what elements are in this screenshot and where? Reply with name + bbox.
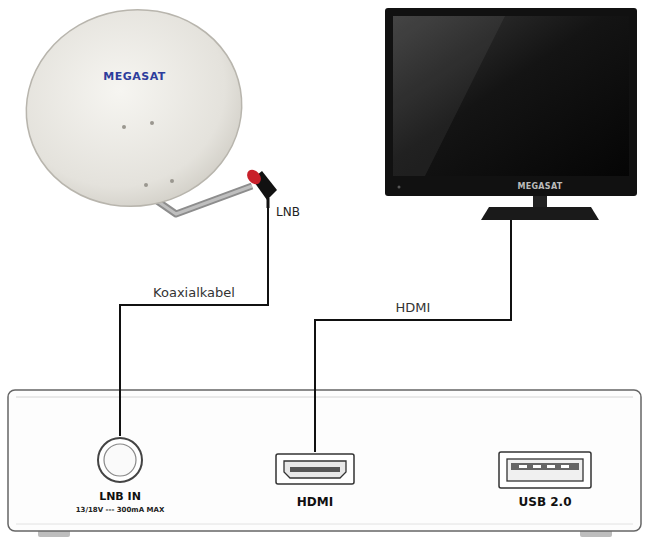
usb-port-graphic — [497, 450, 593, 490]
cable-label: Koaxialkabel — [151, 286, 237, 301]
tv-stand — [481, 207, 599, 220]
brand-logo: MEGASAT — [500, 182, 580, 191]
hdmi-socket — [284, 461, 346, 478]
tv-neck — [533, 196, 547, 208]
hdmi-contacts — [290, 467, 340, 472]
lnb: LNB — [244, 168, 294, 208]
hdmi-frame — [276, 454, 354, 484]
tv-screen — [393, 16, 629, 176]
lnb-in-port: LNB IN 13/18V --- 300mA MAX — [72, 436, 169, 520]
power-led — [398, 186, 401, 189]
television-graphic — [385, 8, 637, 220]
usb-pin — [519, 465, 527, 468]
usb-tongue — [511, 463, 579, 470]
lnb-graphic — [244, 168, 294, 208]
port-label: USB 2.0 — [495, 496, 595, 510]
television: MEGASAT — [385, 8, 637, 220]
dish-rivet — [170, 179, 174, 183]
lnb-in-port-graphic — [95, 436, 145, 486]
satellite-dish-graphic — [22, 5, 247, 212]
port-label: HDMI — [270, 496, 360, 510]
usb-pin — [561, 465, 569, 468]
receiver-front — [8, 390, 641, 531]
screen-glare — [393, 16, 505, 176]
receiver-bevel — [16, 397, 633, 398]
f-connector — [98, 438, 142, 482]
dish-rivet — [122, 125, 126, 129]
dish-rivet — [150, 121, 154, 125]
port-label: LNB IN — [72, 491, 169, 504]
port-rating: 13/18V --- 300mA MAX — [72, 506, 169, 514]
dish-rivet — [144, 183, 148, 187]
usb-pin — [533, 465, 541, 468]
usb-port: USB 2.0 — [495, 450, 595, 516]
cable-label: HDMI — [394, 301, 433, 316]
receiver-housing — [8, 390, 641, 537]
cable-line — [315, 220, 511, 452]
tv-bezel — [385, 8, 637, 196]
brand-logo: MEGASAT — [22, 71, 247, 84]
hdmi-port-graphic — [274, 452, 356, 488]
dish-reflector — [11, 0, 258, 223]
lnb-feedhorn — [244, 167, 263, 187]
f-connector-ring — [104, 444, 136, 476]
hdmi-port: HDMI — [270, 452, 360, 516]
receiver-bevel — [16, 524, 633, 525]
part-label: LNB — [276, 206, 300, 220]
cable-line — [120, 208, 268, 436]
usb-pin — [547, 465, 555, 468]
satellite-dish: MEGASAT — [22, 5, 247, 212]
usb-socket — [507, 459, 583, 481]
usb-frame — [499, 452, 591, 488]
